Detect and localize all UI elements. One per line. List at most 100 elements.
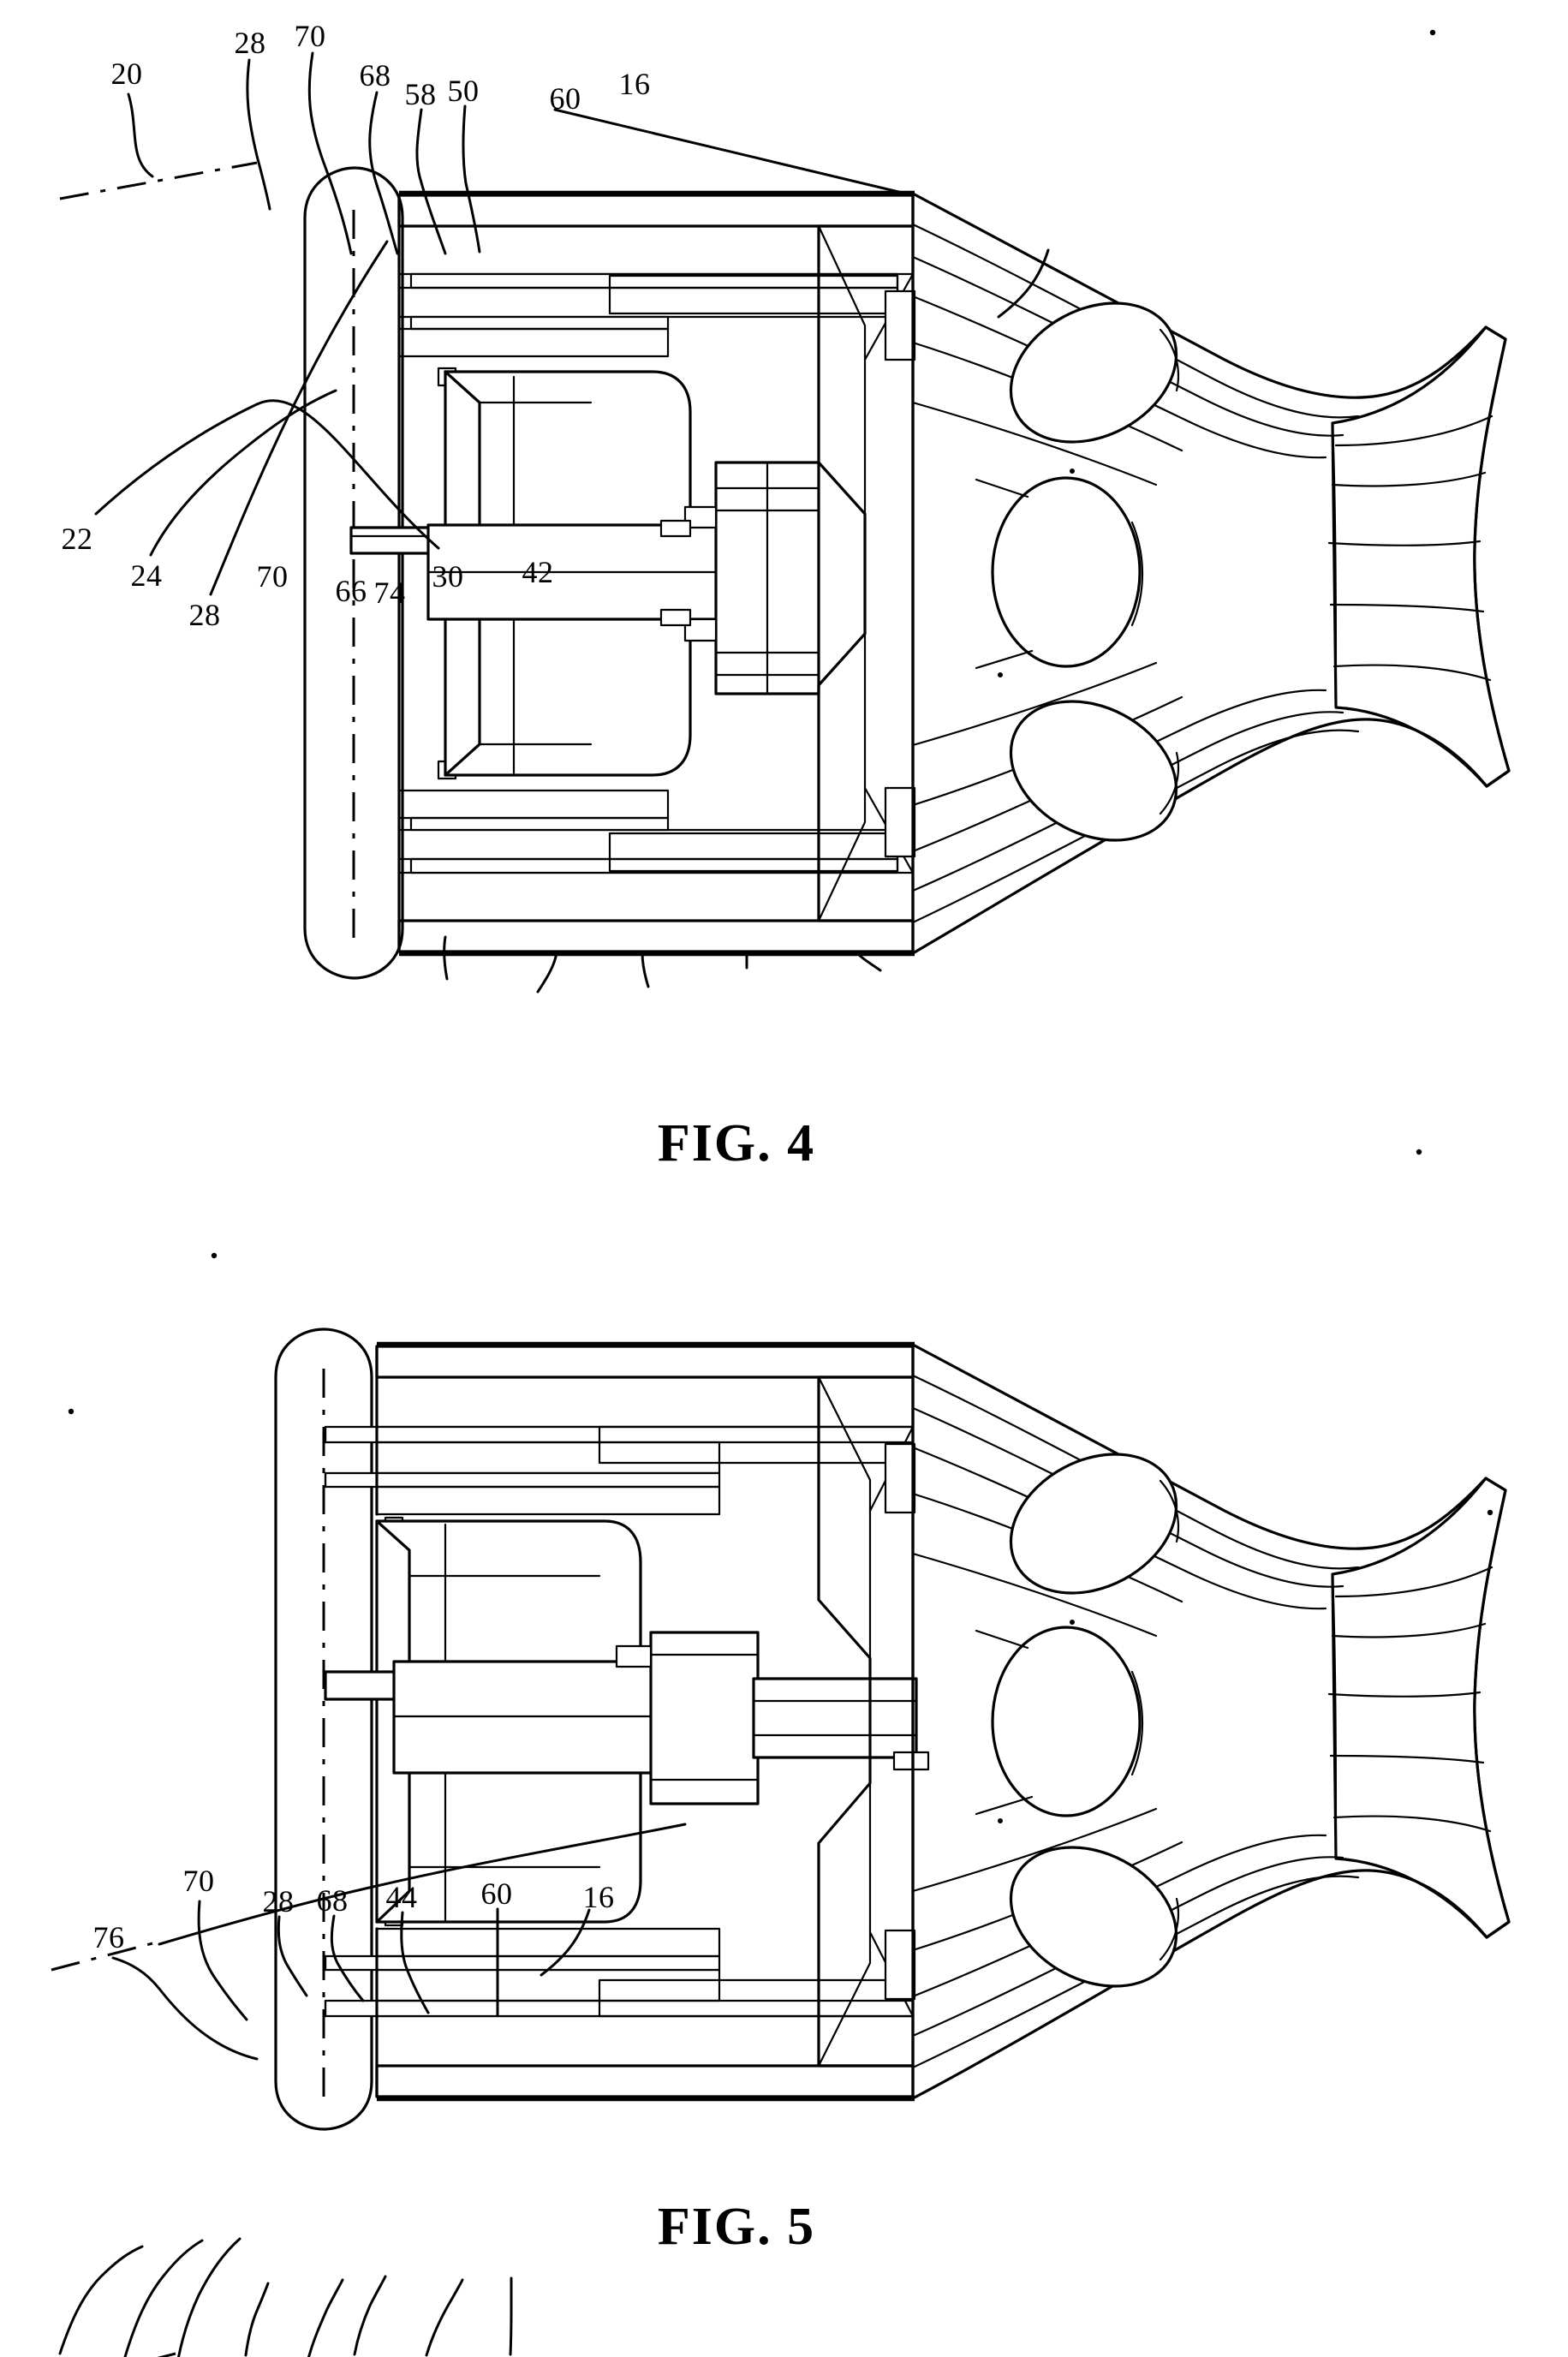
fig4-leader-60 [553,108,915,197]
sheet-speck-5 [1487,1509,1493,1516]
fig5-ref-16: 16 [583,1880,615,1914]
fig5-bulkhead-notch-b [884,1929,916,2001]
fig5-extension-rod [752,1677,918,1759]
fig5-port-middle [991,1626,1142,1817]
fig4-ref-58: 58 [405,77,437,111]
fig4-web-2 [975,649,1034,670]
fig4-duct-rib-m2 [911,661,1158,747]
fig4-port-lower [1009,700,1178,842]
fig4-leader-28b [209,240,389,596]
fig5-endband-seam [1331,1572,1338,1860]
fig4-port-upper [1009,301,1178,444]
fig5-keeper-bottom [892,1751,930,1771]
sheet-speck-1 [1429,29,1436,36]
fig5-ref-28-top: 28 [263,1884,295,1918]
fig4-duct-rib-t2 [911,255,1344,437]
fig5-bulkhead-edge-bottom [817,1781,872,2068]
fig4-shoulder-bottom [683,618,718,642]
fig4-endband-l2 [1331,471,1487,487]
fig5-web-1 [975,1629,1029,1650]
figure-5: 70 28 68 44 60 16 76 20 46 70 28 66 30 4… [51,1328,1511,2357]
fig5-ref-60: 60 [481,1877,513,1911]
fig5-bulkhead-notch-t [884,1442,916,1514]
fig4-ref-22: 22 [62,522,93,556]
sheet-speck-2 [1416,1149,1422,1155]
fig4-leader-70a [307,51,353,255]
figure-5-caption: FIG. 5 [658,2198,815,2256]
fig4-leader-20 [127,92,154,178]
fig5-ref-70-top: 70 [183,1864,215,1898]
fig5-leader-44 [400,1911,430,2014]
fig4-ref-28-bot: 28 [189,598,221,632]
fig5-leader-28-top [277,1915,308,1997]
fig4-leader-66 [536,951,558,994]
fig5-leader-68-top [330,1914,365,2002]
fig5-bottom-wall-slot [324,1954,721,1972]
fig4-leader-74 [641,951,650,988]
fig4-bulkhead-edge-bottom [817,632,867,922]
fig4-ref-50: 50 [448,74,480,108]
fig4-ref-30: 30 [432,559,464,594]
fig4-leader-24 [149,389,337,557]
fig4-axis-20 [59,161,258,200]
fig4-endband-l5 [1333,664,1492,682]
fig5-leader-28-bot [244,2282,270,2357]
fig4-ref-68: 68 [360,58,391,92]
fig5-leader-16 [540,1908,591,1977]
fig5-bulkhead-edge-top [817,1375,872,1660]
fig4-flared-duct [911,192,1511,955]
fig5-endband-l3 [1327,1691,1482,1698]
fig4-leader-28a [246,58,271,211]
fig5-duct-rib-b3 [911,1834,1327,1998]
fig4-port-upper-shade [1159,328,1180,392]
fig5-leaders [51,1823,687,2357]
fig4-leader-50 [462,104,481,254]
fig5-leader-46 [123,2239,204,2357]
fig5-bottom-wall-gap [324,1999,915,2018]
fig5-shaft-assembly [324,1631,930,1805]
fig4-leader-70b [443,935,449,981]
fig4-top-wall-slot [409,315,670,331]
fig4-leader-42 [856,952,882,972]
fig5-ref-68: 68 [317,1883,349,1918]
fig5-port-lower-shade [1159,1897,1180,1961]
figure-4-caption: FIG. 4 [658,1114,815,1173]
fig4-duct-rib-t3 [911,295,1327,459]
fig4-shaft-assembly [349,461,820,695]
fig5-web-2 [975,1795,1034,1816]
fig5-housing [324,1341,915,2102]
fig4-leader-22 [94,399,440,550]
fig5-leader-30 [353,2275,387,2356]
fig4-ref-60: 60 [550,81,581,116]
fig4-endband-l4 [1329,603,1485,613]
fig4-keeper-bottom [659,608,692,627]
fig4-endband-l1 [1334,415,1493,447]
fig4-leaders [59,51,1050,994]
fig5-port-upper [1009,1453,1178,1595]
fig4-duct-rib-t1 [911,223,1360,419]
fig4-ref-70-bot: 70 [257,559,289,594]
sheet-speck-3 [68,1408,75,1415]
fig4-ref-42: 42 [522,555,554,589]
fig4-leader-68 [368,91,399,255]
fig4-ref-16: 16 [619,67,651,101]
fig5-duct-rib-m1 [911,1552,1158,1638]
fig4-bottom-wall-slot [409,816,670,832]
fig5-flared-duct [911,1343,1511,2100]
fig4-ref-20-top: 20 [111,57,143,91]
fig4-speck-b [1070,468,1075,474]
fig4-speck-c [998,672,1003,677]
fig5-leader-70-top [197,1900,248,2021]
fig5-reference-numerals: 70 28 68 44 60 16 76 20 46 70 28 66 30 4… [93,1864,615,1954]
fig5-top-wall-gap [324,1425,915,1444]
fig5-endband-l5 [1333,1815,1492,1833]
fig5-leader-70-bot [177,2237,241,2357]
fig4-endband-seam [1331,421,1338,709]
fig4-port-middle-shade [1130,521,1144,627]
fig4-leader-58 [415,108,447,255]
figure-4: 20 28 70 68 58 50 60 16 22 24 28 70 66 7… [59,19,1511,1173]
fig5-endband-l4 [1329,1754,1485,1764]
fig5-duct-end-band [1331,1477,1511,1939]
fig5-plunger [649,1631,760,1805]
